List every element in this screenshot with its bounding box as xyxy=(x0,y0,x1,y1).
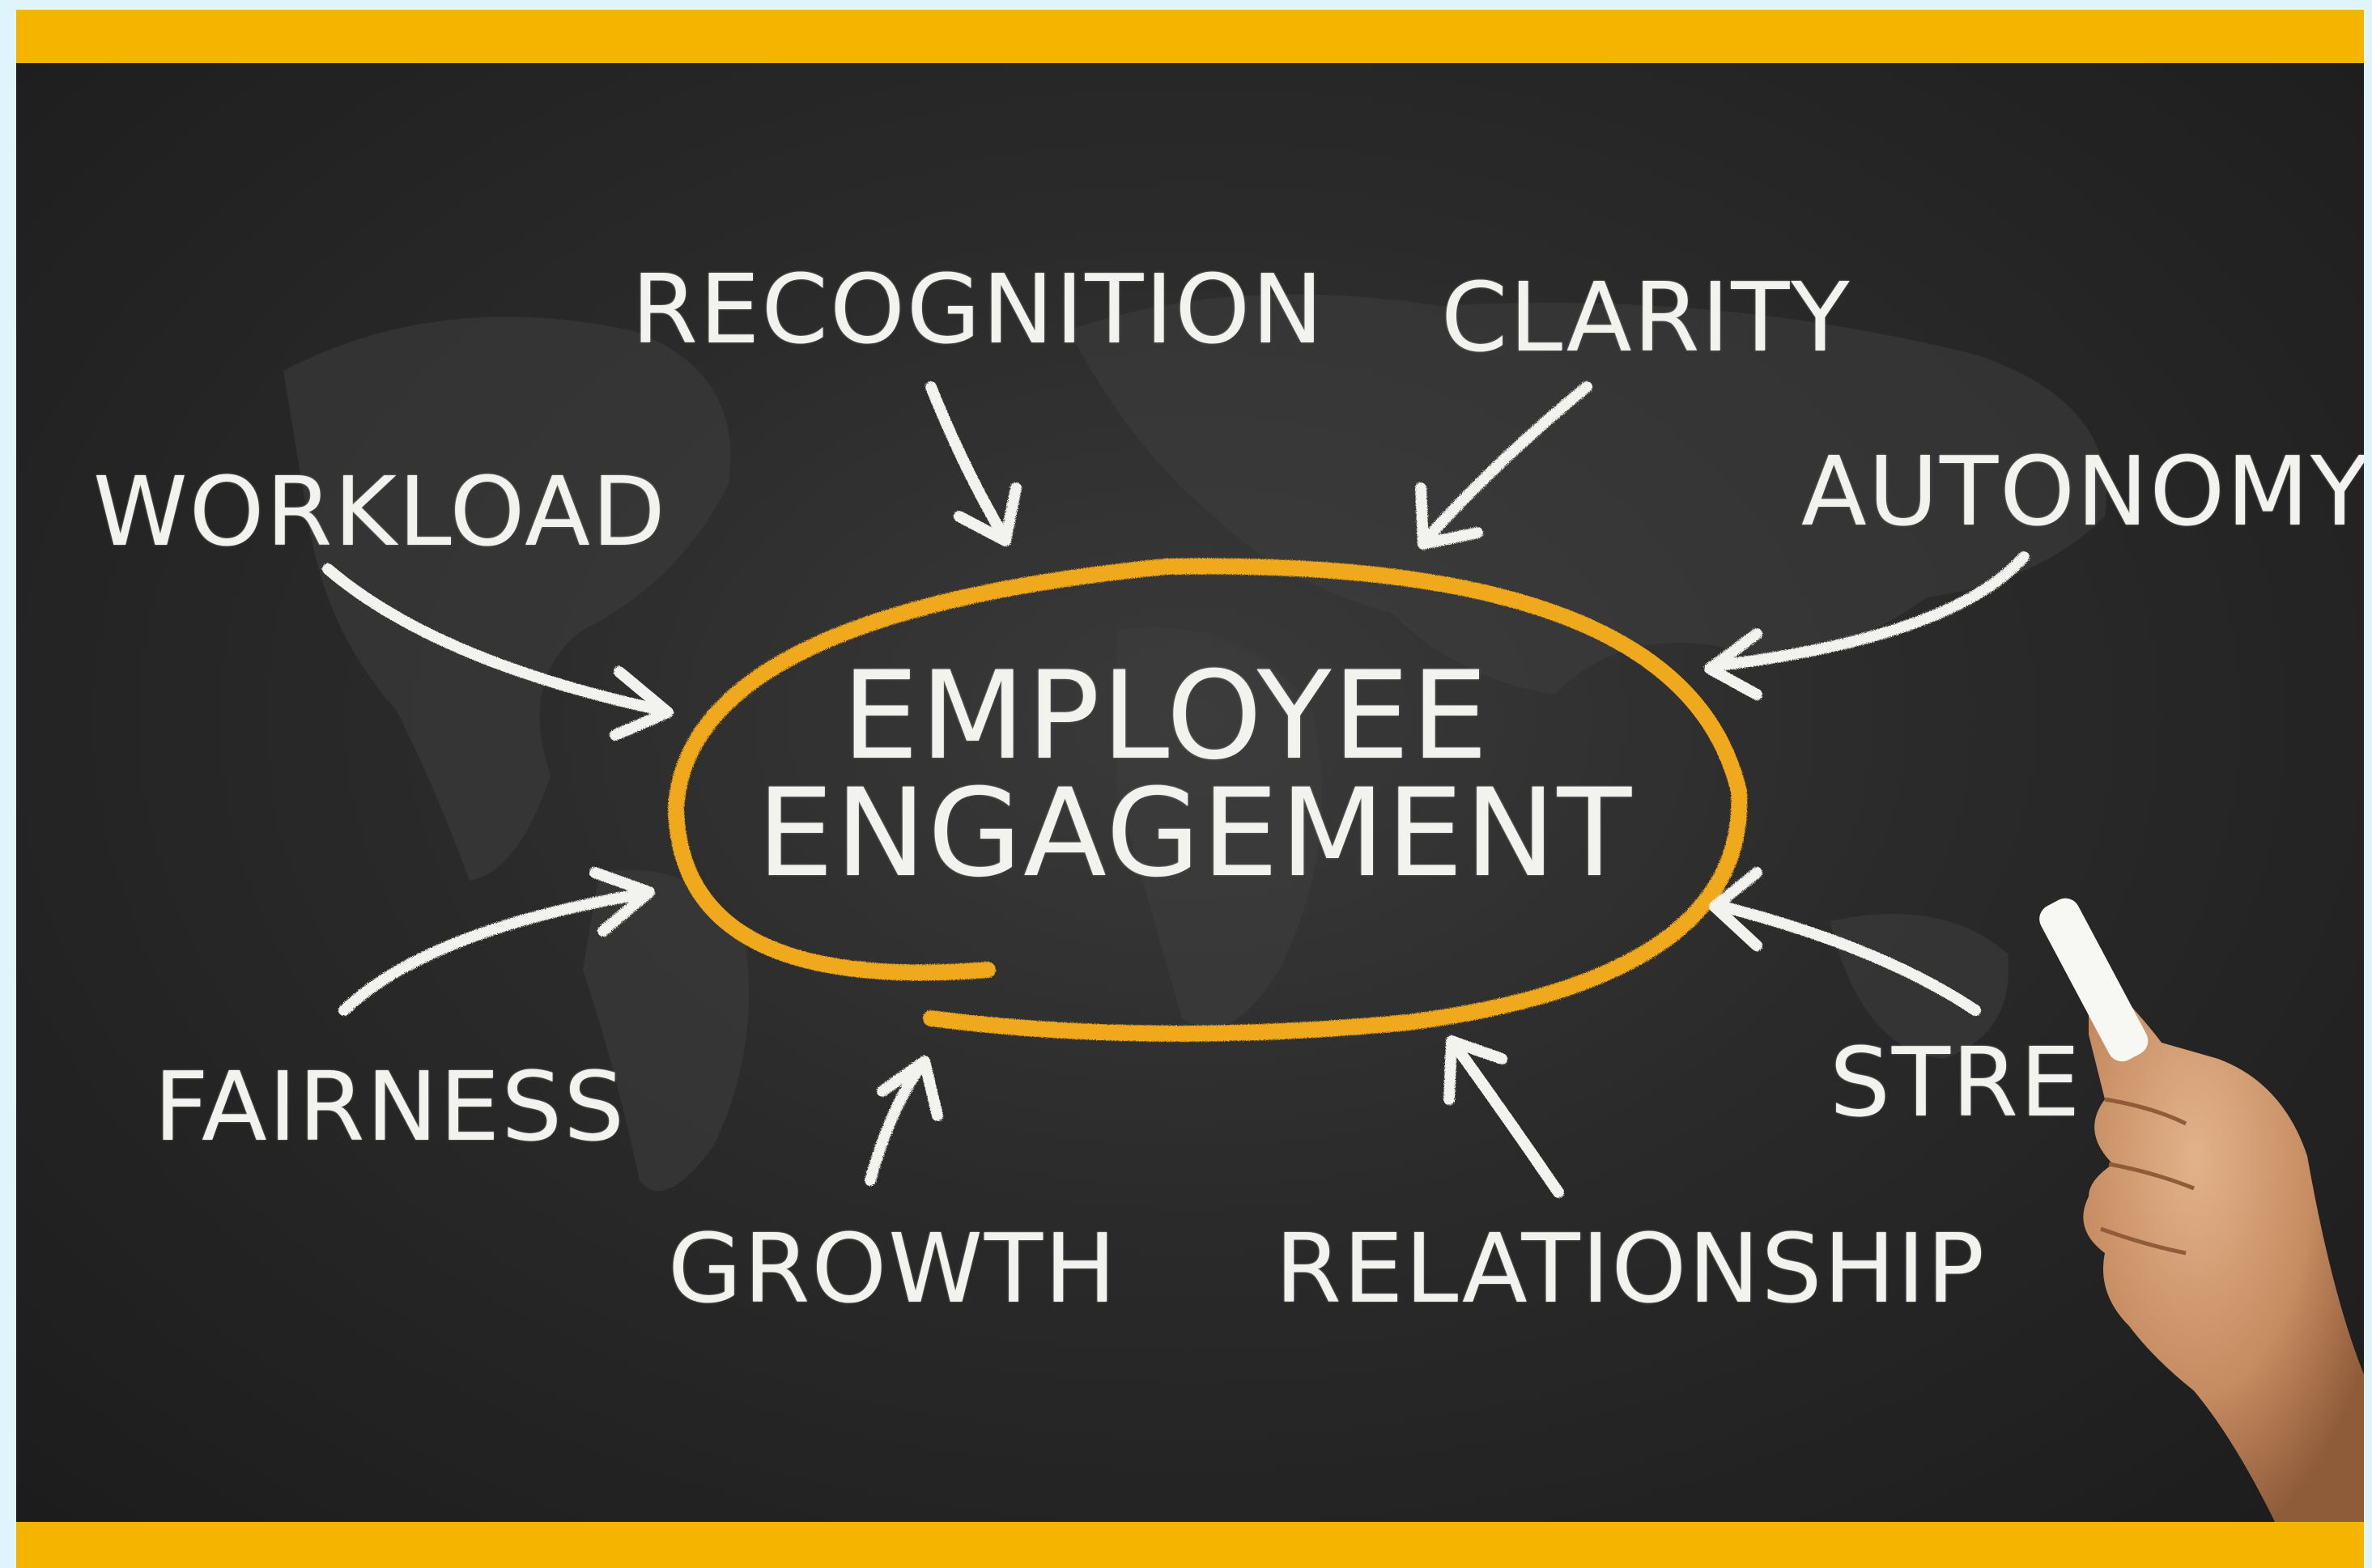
bottom-frame-bar xyxy=(16,1522,2364,1568)
label-recognition: RECOGNITION xyxy=(631,253,1325,365)
label-relationship: RELATIONSHIP xyxy=(1275,1213,1987,1324)
arrow-workload xyxy=(322,563,674,741)
arrow-stress xyxy=(1709,867,1981,1016)
arrow-clarity xyxy=(1415,381,1592,550)
arrow-growth xyxy=(865,1056,943,1186)
top-frame-bar xyxy=(16,10,2364,63)
engagement-ellipse xyxy=(667,558,1748,1042)
world-map-background xyxy=(283,294,2106,1192)
label-clarity: CLARITY xyxy=(1441,261,1851,373)
arrow-relationship xyxy=(1443,1035,1564,1198)
label-fairness: FAIRNESS xyxy=(154,1051,627,1162)
arrow-autonomy xyxy=(1704,551,2030,700)
label-stress: STRE xyxy=(1830,1026,2082,1138)
arrow-fairness xyxy=(338,867,655,1016)
center-label-line2: ENGAGEMENT xyxy=(757,763,1634,904)
label-autonomy: AUTONOMY xyxy=(1801,436,2364,547)
center-label-line1: EMPLOYEE xyxy=(842,646,1490,787)
arrow-recognition xyxy=(925,381,1022,546)
chalkboard: EMPLOYEE ENGAGEMENT RECOGNITION CLARITY … xyxy=(16,63,2364,1522)
hand-holding-chalk-icon xyxy=(2039,898,2364,1522)
label-workload: WORKLOAD xyxy=(93,456,667,567)
chalk-drawing xyxy=(283,294,2364,1522)
label-growth: GROWTH xyxy=(668,1213,1118,1324)
